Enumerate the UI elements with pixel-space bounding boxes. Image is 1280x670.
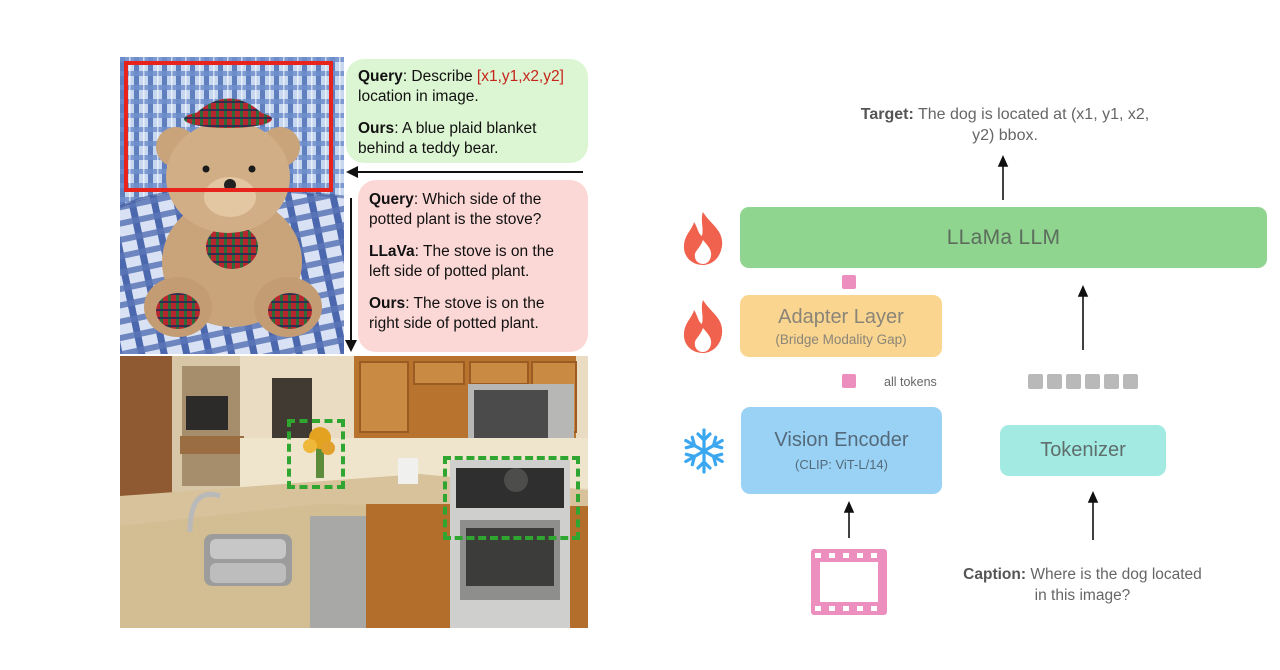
- text-token: [1047, 374, 1062, 389]
- query-label: Query: [358, 68, 403, 85]
- llm-block: LLaMa LLM: [740, 207, 1267, 268]
- fire-icon: [683, 212, 723, 265]
- arrow-up-icon: [1077, 285, 1089, 297]
- arrow-up-icon: [997, 155, 1009, 167]
- caption-body: Where is the dog located in this image?: [1026, 566, 1202, 604]
- adapter-subtitle: (Bridge Modality Gap): [775, 331, 907, 347]
- example-bubble-blanket: Query: Describe [x1,y1,x2,y2] location i…: [346, 59, 588, 163]
- image-token: [842, 374, 856, 388]
- film-frame-icon: [811, 549, 887, 615]
- caption-label: Caption:: [963, 566, 1027, 583]
- query-text: : Describe: [402, 68, 477, 85]
- highlight-box-stove: [443, 456, 580, 540]
- ours-label: Ours: [358, 120, 395, 137]
- text-token: [1085, 374, 1100, 389]
- target-label: Target:: [860, 106, 914, 123]
- kitchen-photo: [120, 356, 588, 628]
- ours-text: : A blue plaid blanket behind a teddy be…: [358, 120, 537, 157]
- example-arrows: [345, 166, 583, 352]
- text-token: [1028, 374, 1043, 389]
- image-token: [842, 275, 856, 289]
- adapter-block: Adapter Layer (Bridge Modality Gap): [740, 295, 942, 357]
- highlight-box-plant: [287, 419, 345, 489]
- adapter-title: Adapter Layer: [778, 305, 904, 328]
- target-text: Target: The dog is located at (x1, y1, x…: [860, 104, 1150, 146]
- text-token: [1104, 374, 1119, 389]
- target-body: The dog is located at (x1, y1, x2, y2) b…: [913, 106, 1150, 144]
- vision-subtitle: (CLIP: ViT-L/14): [795, 457, 888, 472]
- tokens-label: all tokens: [884, 375, 937, 389]
- fire-icon: [683, 300, 723, 353]
- llm-label: LLaMa LLM: [946, 225, 1061, 249]
- arrow-up-icon: [843, 501, 855, 513]
- snowflake-icon: [684, 428, 724, 474]
- vision-encoder-block: Vision Encoder (CLIP: ViT-L/14): [741, 407, 942, 494]
- llava-label: LLaVa: [369, 243, 415, 260]
- query-label: Query: [369, 191, 414, 208]
- highlight-box-red: [124, 61, 333, 192]
- ours-label: Ours: [369, 295, 406, 312]
- arrow-left-icon: [346, 166, 358, 178]
- text-token: [1123, 374, 1138, 389]
- query-coords: [x1,y1,x2,y2]: [476, 68, 564, 85]
- caption-text: Caption: Where is the dog located in thi…: [960, 564, 1205, 606]
- llava-text: : The stove is on the left side of potte…: [369, 243, 554, 280]
- query-text: : Which side of the potted plant is the …: [369, 191, 542, 228]
- tokenizer-block: Tokenizer: [1000, 425, 1166, 476]
- tokenizer-label: Tokenizer: [1040, 439, 1126, 461]
- text-token: [1066, 374, 1081, 389]
- vision-title: Vision Encoder: [774, 429, 909, 451]
- example-bubble-stove: Query: Which side of the potted plant is…: [358, 180, 588, 352]
- ours-text: : The stove is on the right side of pott…: [369, 295, 545, 332]
- arrow-down-icon: [345, 340, 357, 352]
- query-tail: location in image.: [358, 88, 479, 105]
- arrow-up-icon: [1087, 491, 1099, 503]
